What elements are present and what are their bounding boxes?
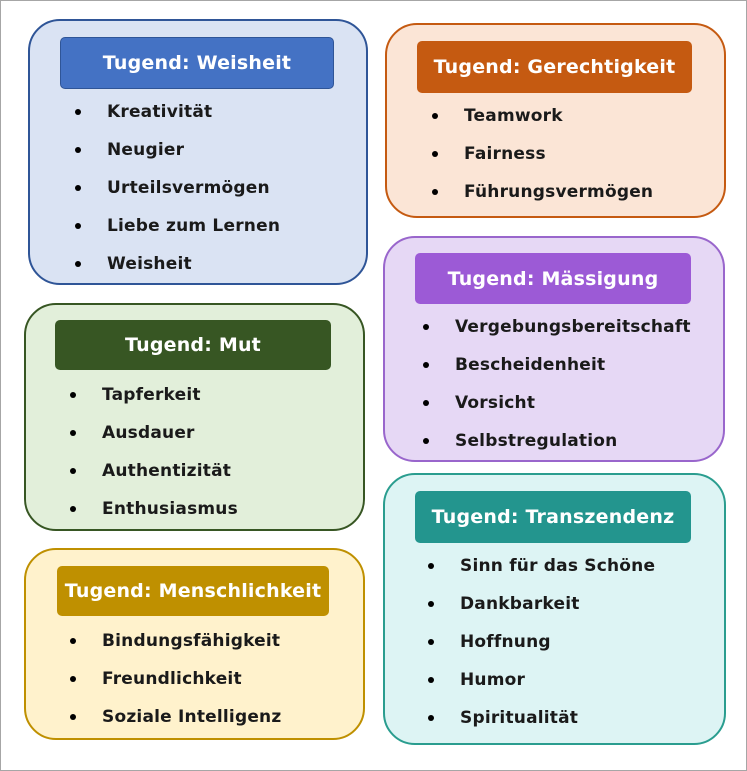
bullet-icon <box>75 109 81 115</box>
card-list: Teamwork Fairness Führungsvermögen <box>432 97 653 211</box>
list-item: Führungsvermögen <box>432 173 653 211</box>
list-item: Urteilsvermögen <box>75 169 280 207</box>
list-item: Hoffnung <box>428 623 655 661</box>
bullet-icon <box>70 714 76 720</box>
card-title: Tugend: Mut <box>55 320 331 370</box>
bullet-icon <box>70 506 76 512</box>
bullet-icon <box>432 151 438 157</box>
card-title: Tugend: Mässigung <box>415 253 691 304</box>
list-item: Dankbarkeit <box>428 585 655 623</box>
list-item: Authentizität <box>70 452 238 490</box>
list-item: Enthusiasmus <box>70 490 238 528</box>
bullet-icon <box>423 438 429 444</box>
bullet-icon <box>428 677 434 683</box>
card-weisheit: Tugend: Weisheit Kreativität Neugier Urt… <box>28 19 368 285</box>
bullet-icon <box>75 147 81 153</box>
list-item: Freundlichkeit <box>70 660 281 698</box>
bullet-icon <box>75 261 81 267</box>
list-item: Liebe zum Lernen <box>75 207 280 245</box>
list-item: Soziale Intelligenz <box>70 698 281 736</box>
list-item: Fairness <box>432 135 653 173</box>
list-item: Bindungsfähigkeit <box>70 622 281 660</box>
list-item: Kreativität <box>75 93 280 131</box>
list-item: Bescheidenheit <box>423 346 691 384</box>
list-item: Humor <box>428 661 655 699</box>
bullet-icon <box>70 392 76 398</box>
bullet-icon <box>70 468 76 474</box>
bullet-icon <box>432 113 438 119</box>
card-list: Kreativität Neugier Urteilsvermögen Lieb… <box>75 93 280 283</box>
card-list: Sinn für das Schöne Dankbarkeit Hoffnung… <box>428 547 655 737</box>
bullet-icon <box>428 563 434 569</box>
list-item: Teamwork <box>432 97 653 135</box>
card-title: Tugend: Menschlichkeit <box>57 566 329 616</box>
card-transzendenz: Tugend: Transzendenz Sinn für das Schöne… <box>383 473 726 745</box>
bullet-icon <box>432 189 438 195</box>
card-title: Tugend: Transzendenz <box>415 491 691 543</box>
card-title: Tugend: Gerechtigkeit <box>417 41 692 93</box>
bullet-icon <box>70 676 76 682</box>
list-item: Weisheit <box>75 245 280 283</box>
bullet-icon <box>423 400 429 406</box>
card-list: Bindungsfähigkeit Freundlichkeit Soziale… <box>70 622 281 736</box>
card-menschlichkeit: Tugend: Menschlichkeit Bindungsfähigkeit… <box>24 548 365 740</box>
bullet-icon <box>428 601 434 607</box>
list-item: Vergebungsbereitschaft <box>423 308 691 346</box>
list-item: Sinn für das Schöne <box>428 547 655 585</box>
bullet-icon <box>70 638 76 644</box>
bullet-icon <box>428 715 434 721</box>
list-item: Selbstregulation <box>423 422 691 460</box>
card-mut: Tugend: Mut Tapferkeit Ausdauer Authenti… <box>24 303 365 531</box>
card-list: Tapferkeit Ausdauer Authentizität Enthus… <box>70 376 238 528</box>
bullet-icon <box>70 430 76 436</box>
bullet-icon <box>423 362 429 368</box>
list-item: Spiritualität <box>428 699 655 737</box>
list-item: Vorsicht <box>423 384 691 422</box>
bullet-icon <box>75 223 81 229</box>
list-item: Tapferkeit <box>70 376 238 414</box>
bullet-icon <box>75 185 81 191</box>
bullet-icon <box>423 324 429 330</box>
card-gerechtigkeit: Tugend: Gerechtigkeit Teamwork Fairness … <box>385 23 726 218</box>
card-title: Tugend: Weisheit <box>60 37 334 89</box>
card-list: Vergebungsbereitschaft Bescheidenheit Vo… <box>423 308 691 460</box>
list-item: Ausdauer <box>70 414 238 452</box>
bullet-icon <box>428 639 434 645</box>
list-item: Neugier <box>75 131 280 169</box>
card-massigung: Tugend: Mässigung Vergebungsbereitschaft… <box>383 236 725 462</box>
